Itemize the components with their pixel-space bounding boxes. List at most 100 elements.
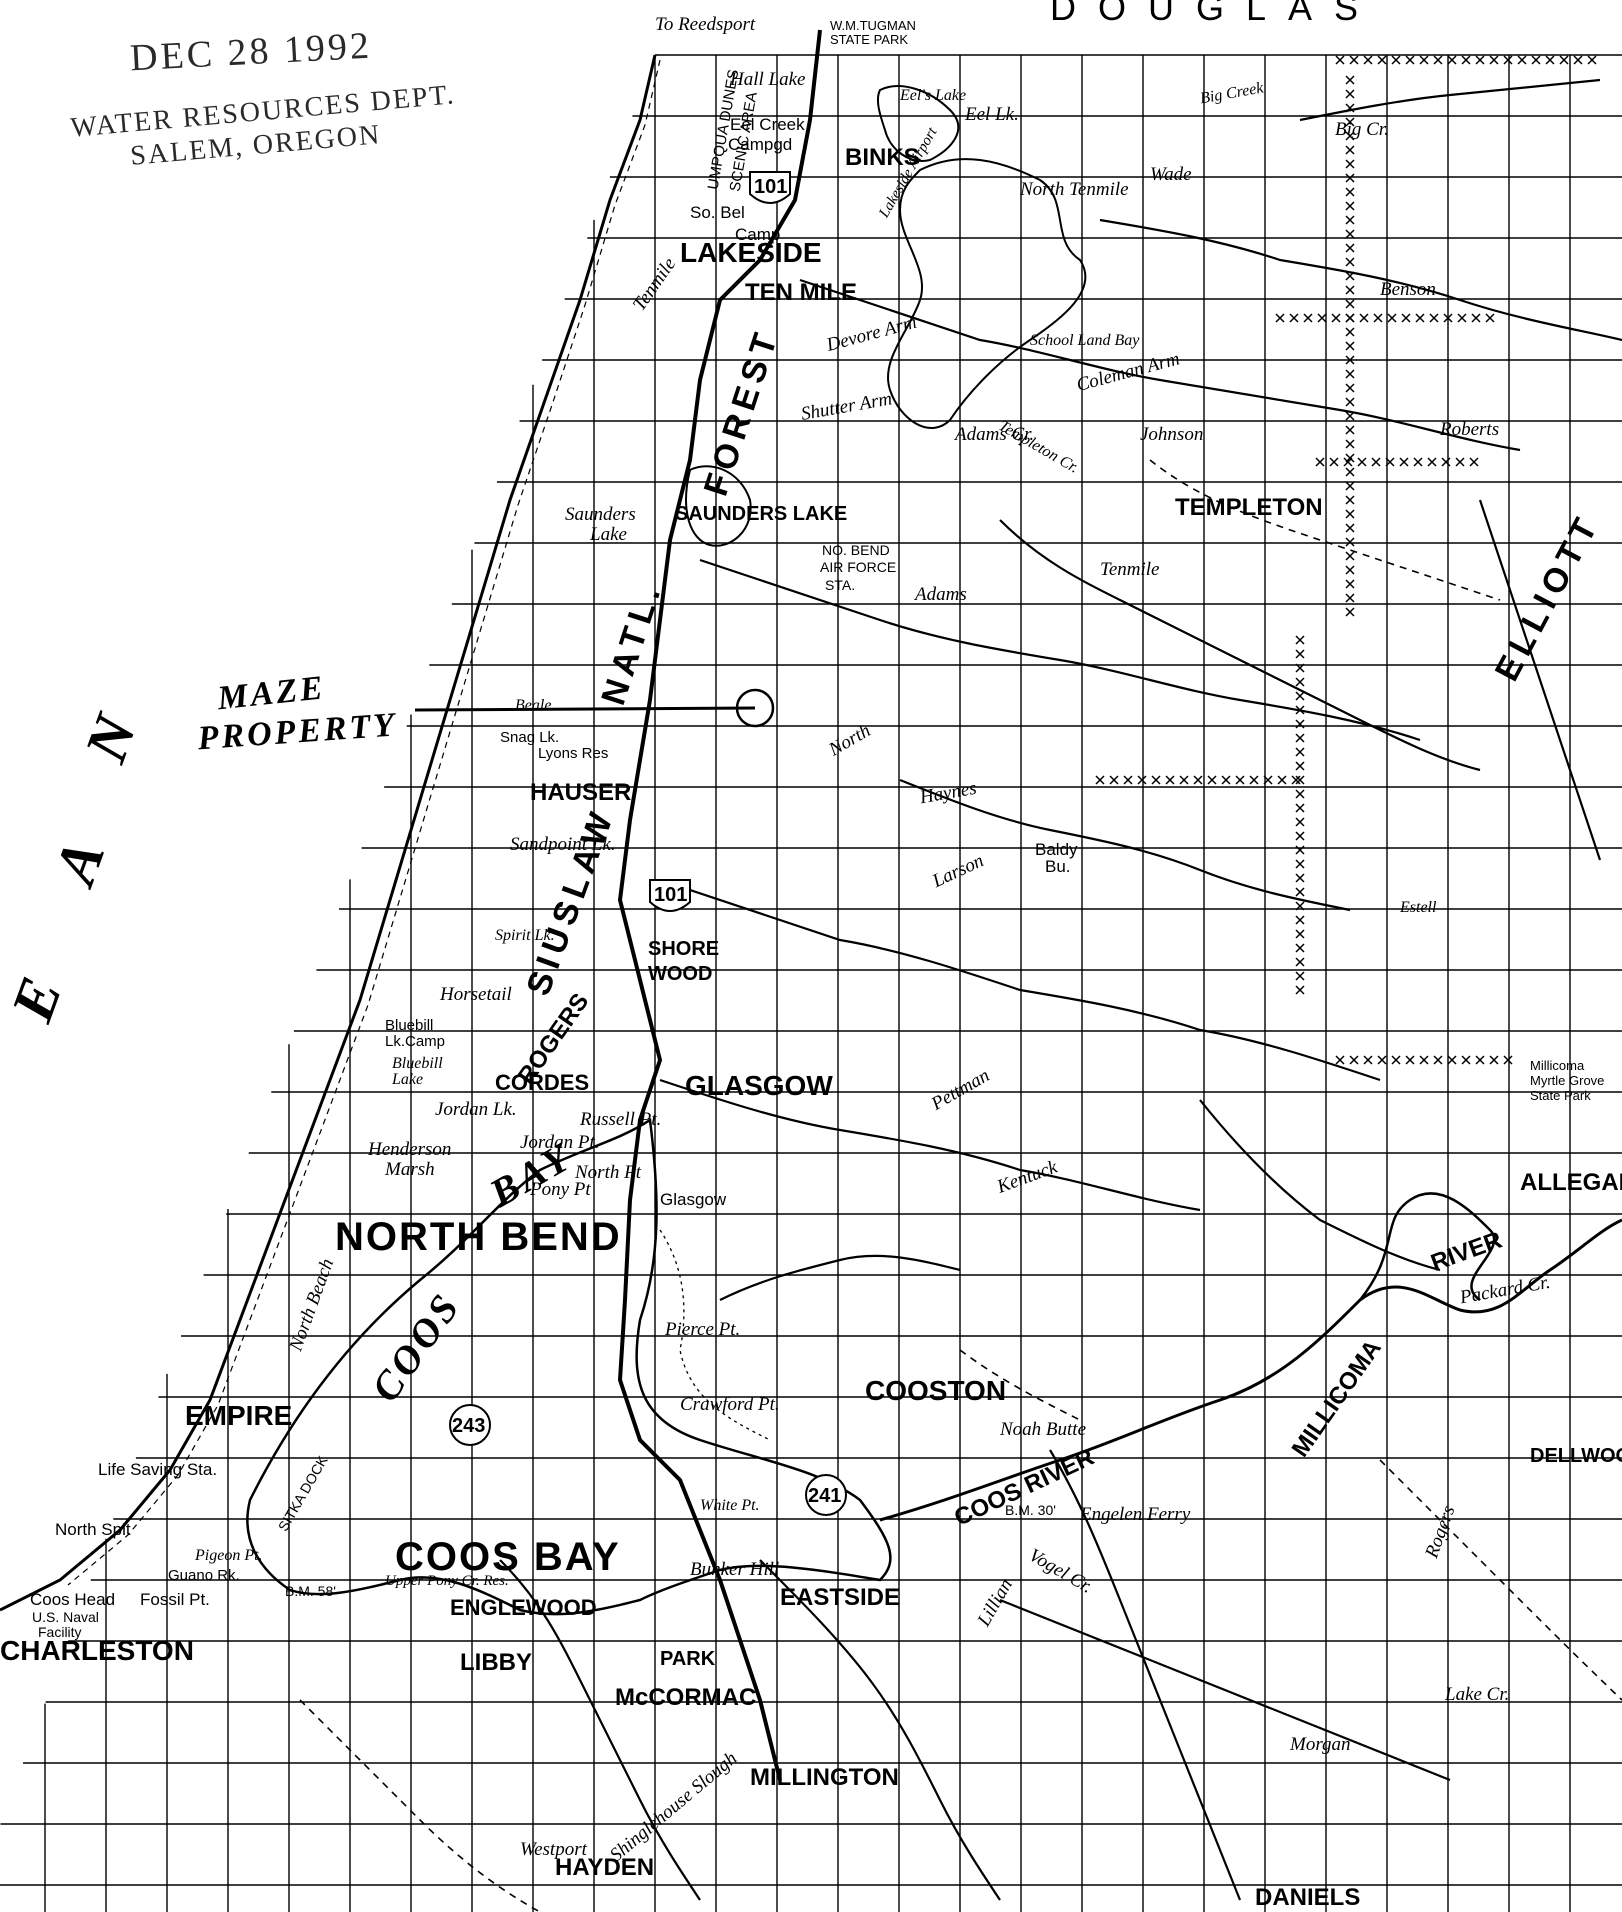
- label-park: PARK: [660, 1648, 716, 1670]
- label-templeton: TEMPLETON: [1175, 494, 1323, 521]
- label-adams: Adams: [913, 584, 967, 605]
- label-bm-30: B.M. 30': [1005, 1502, 1056, 1518]
- label-air-force-3: STA.: [825, 577, 855, 593]
- label-bluebill-lake-2: Lake: [391, 1071, 423, 1088]
- label-spirit-lk: Spirit Lk.: [495, 927, 555, 944]
- coastline: [0, 54, 657, 1612]
- label-coos-head-2: U.S. Naval: [32, 1609, 99, 1625]
- label-north-spit: North Spit: [55, 1520, 131, 1539]
- label-bm-58: B.M. 58': [285, 1583, 336, 1599]
- label-wade: Wade: [1150, 164, 1192, 185]
- coos-river: [879, 1218, 1622, 1522]
- maze-property-arrow: [414, 706, 756, 712]
- label-school-land-bay: School Land Bay: [1030, 332, 1140, 349]
- saunders-lake-shape: [685, 465, 752, 547]
- label-beale: Beale: [515, 697, 551, 714]
- label-adams-cr: Adams Cr.: [953, 424, 1034, 445]
- label-myrtle-3: State Park: [1530, 1088, 1591, 1103]
- label-baldy-bu-1: Baldy: [1035, 840, 1078, 859]
- highway-101-shield-south: 101: [649, 879, 691, 912]
- label-baldy-bu-2: Bu.: [1045, 857, 1071, 876]
- label-bluebill-camp-1: Bluebill: [385, 1017, 433, 1034]
- label-eel-creek: Eel Creek: [730, 115, 805, 134]
- label-shorewood-2: WOOD: [648, 963, 712, 985]
- label-empire: EMPIRE: [185, 1400, 292, 1431]
- label-daniels: DANIELS: [1255, 1884, 1360, 1911]
- label-so-bel: So. Bel: [690, 203, 745, 222]
- label-bluebill-lake-1: Bluebill: [392, 1055, 443, 1072]
- label-henderson-2: Marsh: [384, 1159, 435, 1180]
- label-charleston: CHARLESTON: [0, 1635, 194, 1666]
- label-north-bend: NORTH BEND: [335, 1215, 622, 1259]
- label-guano-rk: Guano Rk.: [168, 1567, 240, 1584]
- label-crawford-pt: Crawford Pt.: [680, 1394, 780, 1415]
- label-to-reedsport: To Reedsport: [655, 14, 756, 35]
- label-johnson: Johnson: [1140, 424, 1203, 445]
- label-tugman-1: W.M.TUGMAN: [830, 18, 916, 33]
- label-russell-pt: Russell Pt.: [579, 1109, 661, 1130]
- label-millington: MILLINGTON: [750, 1764, 899, 1791]
- label-lyons-res: Lyons Res: [538, 745, 608, 762]
- label-saunders-lake-2: Lake: [589, 524, 627, 545]
- label-air-force-1: NO. BEND: [822, 542, 890, 558]
- label-campgd: Campgd: [728, 135, 792, 154]
- label-eastside: EASTSIDE: [780, 1584, 900, 1611]
- coastline-dunes: [67, 59, 661, 1586]
- label-shorewood-1: SHORE: [648, 938, 719, 960]
- label-libby: LIBBY: [460, 1649, 532, 1676]
- label-eel-lk: Eel Lk.: [964, 104, 1019, 125]
- label-binks: BINKS: [845, 144, 920, 171]
- label-fossil-pt: Fossil Pt.: [140, 1590, 210, 1609]
- unimproved-roads: [299, 459, 1622, 1912]
- label-lake-cr: Lake Cr.: [1444, 1684, 1509, 1705]
- label-bunker-hill: Bunker Hill: [690, 1559, 779, 1580]
- shield-label-101: 101: [754, 176, 787, 198]
- county-header: DOUGLAS: [1050, 0, 1380, 28]
- shield-label-101-south: 101: [654, 884, 687, 906]
- label-estell: Estell: [1399, 899, 1437, 916]
- label-allegany: ALLEGANY: [1520, 1169, 1622, 1196]
- label-pigeon-pt: Pigeon Pt.: [194, 1547, 263, 1564]
- label-life-saving: Life Saving Sta.: [98, 1460, 217, 1479]
- label-noah-butte: Noah Butte: [999, 1419, 1086, 1440]
- label-big-cr: Big Cr.: [1335, 119, 1389, 140]
- label-coos-head-3: Facility: [38, 1624, 82, 1640]
- maze-property-marker: [735, 688, 775, 728]
- label-ten-mile: TEN MILE: [745, 279, 857, 306]
- section-grid: [0, 54, 1622, 1912]
- label-morgan: Morgan: [1289, 1734, 1351, 1755]
- label-north-tenmile: North Tenmile: [1019, 179, 1129, 200]
- label-cooston: COOSTON: [865, 1375, 1006, 1406]
- label-saunders-lake-big: SAUNDERS LAKE: [675, 503, 847, 525]
- label-jordan-lk: Jordan Lk.: [435, 1099, 517, 1120]
- label-bluebill-camp-2: Lk.Camp: [385, 1033, 445, 1050]
- label-benson: Benson: [1380, 279, 1436, 300]
- forest-boundary-marks: [1095, 55, 1597, 1065]
- highway-101-shield: 101: [749, 171, 791, 204]
- millicoma-river: [1359, 1192, 1496, 1302]
- label-pierce-pt: Pierce Pt.: [664, 1319, 740, 1340]
- label-cordes: CORDES: [495, 1070, 589, 1095]
- label-upper-pony-res: Upper Pony Cr. Res.: [385, 1573, 509, 1589]
- eel-lake: [876, 85, 960, 162]
- label-dellwood: DELLWOOD: [1530, 1445, 1622, 1467]
- label-westport: Westport: [520, 1839, 588, 1860]
- label-englewood: ENGLEWOOD: [450, 1595, 597, 1620]
- label-lakeside: LAKESIDE: [680, 237, 822, 268]
- label-hall-lake: Hall Lake: [729, 69, 805, 90]
- label-sandpoint-lk: Sandpoint Lk.: [510, 834, 616, 855]
- label-north-pt: North Pt: [574, 1162, 642, 1183]
- label-henderson-1: Henderson: [367, 1139, 451, 1160]
- label-glasgow-small: Glasgow: [660, 1190, 727, 1209]
- highway-241-shield: 241: [805, 1474, 847, 1516]
- coos-bay-water: [246, 1117, 892, 1616]
- label-snag-lk: Snag Lk.: [500, 729, 559, 746]
- label-hayden: HAYDEN: [555, 1854, 654, 1881]
- label-tugman-2: STATE PARK: [830, 32, 908, 47]
- label-engelen-ferry: Engelen Ferry: [1079, 1504, 1191, 1525]
- label-coos-bay: COOS BAY: [395, 1535, 621, 1579]
- label-coos-head-1: Coos Head: [30, 1590, 115, 1609]
- label-mccormac: McCORMAC: [615, 1684, 756, 1711]
- highway-101: [617, 29, 822, 1781]
